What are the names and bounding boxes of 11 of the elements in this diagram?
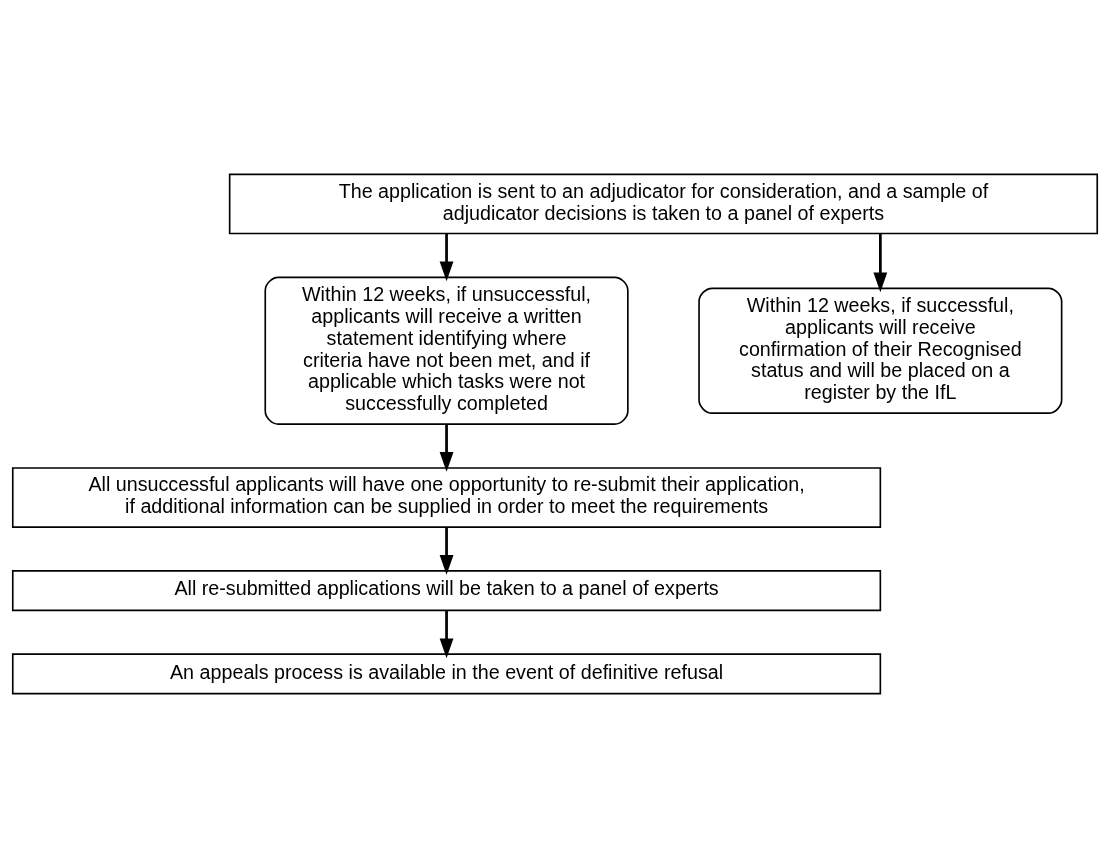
node-box: The application is sent to an adjudicator for consideration, and a sample of adjudicator decisions is taken to a panel of experts [228, 173, 1099, 234]
arrow [439, 609, 454, 658]
node-box: An appeals process is available in the event of definitive refusal [11, 652, 882, 694]
node-box: All re-submitted applications will be taken to a panel of experts [11, 569, 882, 611]
arrow [873, 233, 888, 292]
arrow [439, 527, 454, 575]
node-box: Within 12 weeks, if successful, applicants will receive confirmation of their Recognised status and will be placed on a register by the IfL [698, 287, 1063, 414]
arrow [439, 424, 454, 472]
node-box: Within 12 weeks, if unsuccessful, applicants will receive a written statement identifying where criteria have not been met, and if applicable which tasks were not successfully completed [264, 276, 629, 425]
arrow [439, 233, 454, 281]
node-box: All unsuccessful applicants will have one opportunity to re-submit their application, if additional information can be supplied in order to meet the requirements [11, 466, 882, 528]
